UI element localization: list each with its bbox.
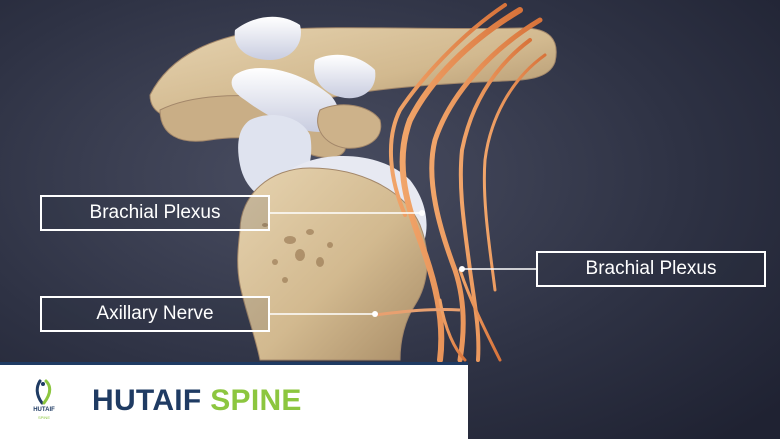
ligament-right xyxy=(314,54,376,99)
spine-logo-icon xyxy=(35,379,52,405)
ligament-upper xyxy=(234,16,301,60)
label-brachial-plexus-left: Brachial Plexus xyxy=(40,195,270,231)
logo-subtext: SPINE xyxy=(37,415,50,420)
label-brachial-plexus-left-text: Brachial Plexus xyxy=(89,202,221,223)
label-axillary-nerve: Axillary Nerve xyxy=(40,296,270,332)
brand-bar: HUTAIF SPINE HUTAIF SPINE xyxy=(0,362,468,439)
brand-name-main: HUTAIF xyxy=(92,384,202,417)
bone-texture xyxy=(262,223,333,283)
label-axillary-nerve-text: Axillary Nerve xyxy=(96,303,214,324)
brand-logo: HUTAIF SPINE xyxy=(26,379,62,427)
logo-text: HUTAIF xyxy=(33,407,55,413)
brand-name-accent: SPINE xyxy=(210,384,302,417)
brand-name: HUTAIF SPINE xyxy=(92,384,302,418)
brachial-plexus-nerves xyxy=(389,3,547,363)
axillary-nerve xyxy=(374,307,461,317)
coracoid-bone xyxy=(317,104,382,149)
leader-dot-axillary xyxy=(372,311,378,317)
label-brachial-plexus-right-text: Brachial Plexus xyxy=(585,258,717,279)
leader-dot-brachial-left xyxy=(419,210,425,216)
leader-dot-brachial-right xyxy=(459,266,465,272)
label-brachial-plexus-right: Brachial Plexus xyxy=(536,251,766,287)
ligament-coracoclavicular xyxy=(231,67,339,132)
humerus-bone xyxy=(237,167,428,361)
